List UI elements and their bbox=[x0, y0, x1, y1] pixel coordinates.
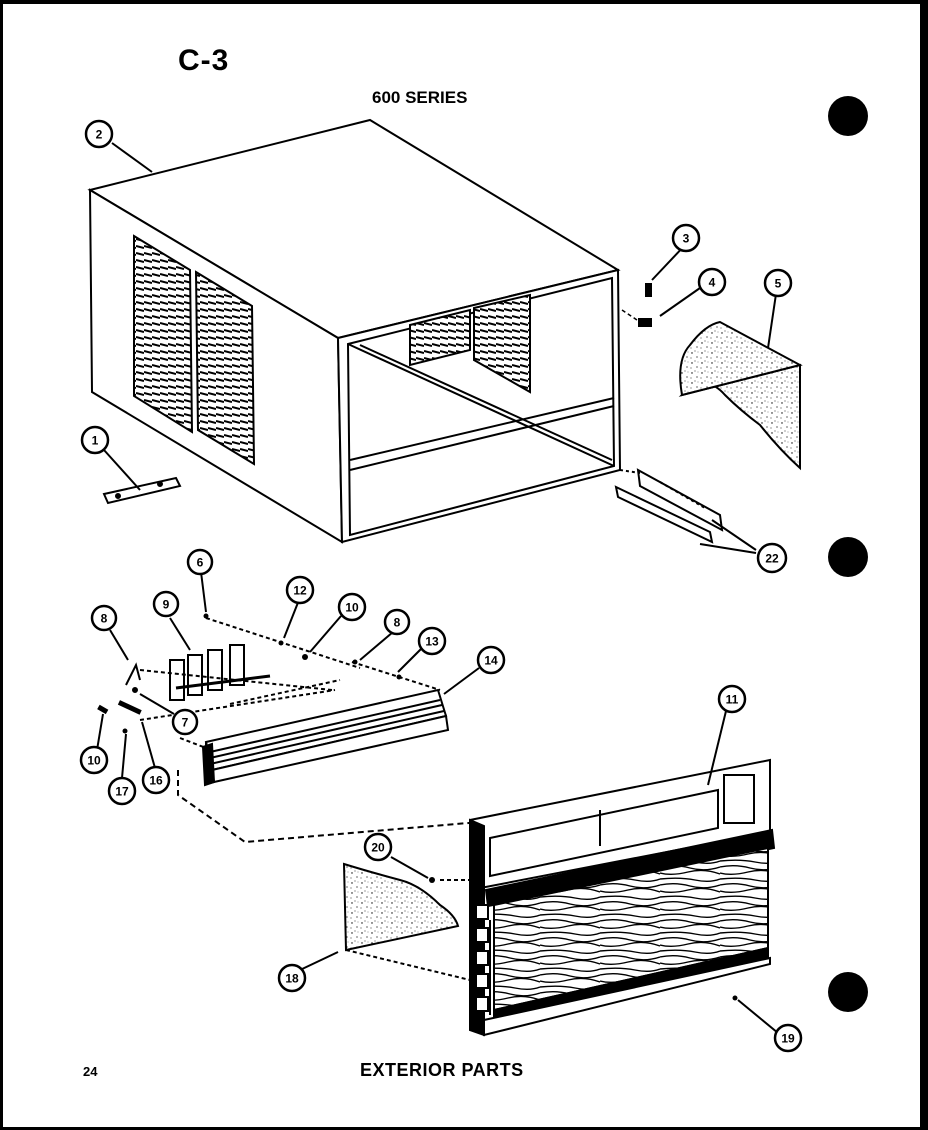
callout-19: 19 bbox=[773, 1023, 803, 1053]
callout-6: 6 bbox=[186, 548, 214, 576]
svg-text:4: 4 bbox=[709, 276, 716, 290]
svg-text:22: 22 bbox=[765, 552, 779, 566]
svg-text:18: 18 bbox=[285, 972, 299, 986]
callout-3: 3 bbox=[671, 223, 701, 253]
callout-9: 9 bbox=[152, 590, 180, 618]
svg-text:5: 5 bbox=[775, 277, 782, 291]
svg-text:14: 14 bbox=[484, 654, 498, 668]
svg-text:6: 6 bbox=[197, 556, 204, 570]
callout-1: 1 bbox=[80, 425, 110, 455]
callout-10-left: 10 bbox=[79, 745, 109, 775]
leader-lines bbox=[96, 142, 779, 1034]
svg-text:20: 20 bbox=[371, 841, 385, 855]
svg-text:17: 17 bbox=[115, 785, 129, 799]
callout-14: 14 bbox=[476, 645, 506, 675]
callout-8-top: 8 bbox=[383, 608, 411, 636]
binder-hole-top bbox=[828, 96, 868, 136]
callout-2: 2 bbox=[84, 119, 114, 149]
callout-18: 18 bbox=[277, 963, 307, 993]
svg-text:7: 7 bbox=[182, 716, 189, 730]
callout-4: 4 bbox=[697, 267, 727, 297]
callout-22: 22 bbox=[756, 542, 788, 574]
svg-text:8: 8 bbox=[101, 612, 108, 626]
callout-5: 5 bbox=[763, 268, 793, 298]
callout-11: 11 bbox=[717, 684, 747, 714]
svg-text:2: 2 bbox=[96, 128, 103, 142]
callout-8-left: 8 bbox=[90, 604, 118, 632]
front-panel-part-11 bbox=[469, 758, 776, 1037]
svg-text:16: 16 bbox=[149, 774, 163, 788]
callout-17: 17 bbox=[107, 776, 137, 806]
callout-13: 13 bbox=[417, 626, 447, 656]
grille-bar-part-14 bbox=[177, 688, 521, 861]
svg-text:13: 13 bbox=[425, 635, 439, 649]
insulation-panel-5 bbox=[678, 320, 803, 471]
svg-text:8: 8 bbox=[394, 616, 401, 630]
svg-text:12: 12 bbox=[293, 584, 307, 598]
callout-circles: 2 1 3 4 5 22 6 12 10 8 13 14 bbox=[79, 119, 803, 1053]
clip-part-4 bbox=[621, 309, 652, 327]
small-screws bbox=[97, 613, 738, 1001]
insulation-piece-18 bbox=[342, 862, 471, 981]
callout-16: 16 bbox=[141, 765, 171, 795]
page-title: C-3 bbox=[178, 44, 230, 77]
svg-text:9: 9 bbox=[163, 598, 170, 612]
rail-part-22 bbox=[614, 468, 724, 544]
footer-title: EXTERIOR PARTS bbox=[360, 1060, 524, 1080]
svg-text:3: 3 bbox=[683, 232, 690, 246]
svg-text:10: 10 bbox=[345, 601, 359, 615]
page-number: 24 bbox=[83, 1064, 98, 1079]
screw-part-3 bbox=[645, 283, 652, 297]
side-louver-left bbox=[133, 234, 194, 434]
bracket-part-1 bbox=[102, 476, 182, 505]
binder-hole-bottom bbox=[828, 972, 868, 1012]
callout-10-top: 10 bbox=[337, 592, 367, 622]
binder-hole-middle bbox=[828, 537, 868, 577]
cabinet-wrapper bbox=[87, 118, 622, 544]
side-louver-right bbox=[194, 270, 256, 466]
callout-7: 7 bbox=[171, 708, 199, 736]
svg-text:10: 10 bbox=[87, 754, 101, 768]
svg-text:1: 1 bbox=[92, 434, 99, 448]
series-subtitle: 600 SERIES bbox=[372, 88, 468, 107]
svg-text:11: 11 bbox=[726, 693, 739, 707]
callout-20: 20 bbox=[363, 832, 393, 862]
svg-text:19: 19 bbox=[781, 1032, 795, 1046]
callout-12: 12 bbox=[285, 575, 315, 605]
